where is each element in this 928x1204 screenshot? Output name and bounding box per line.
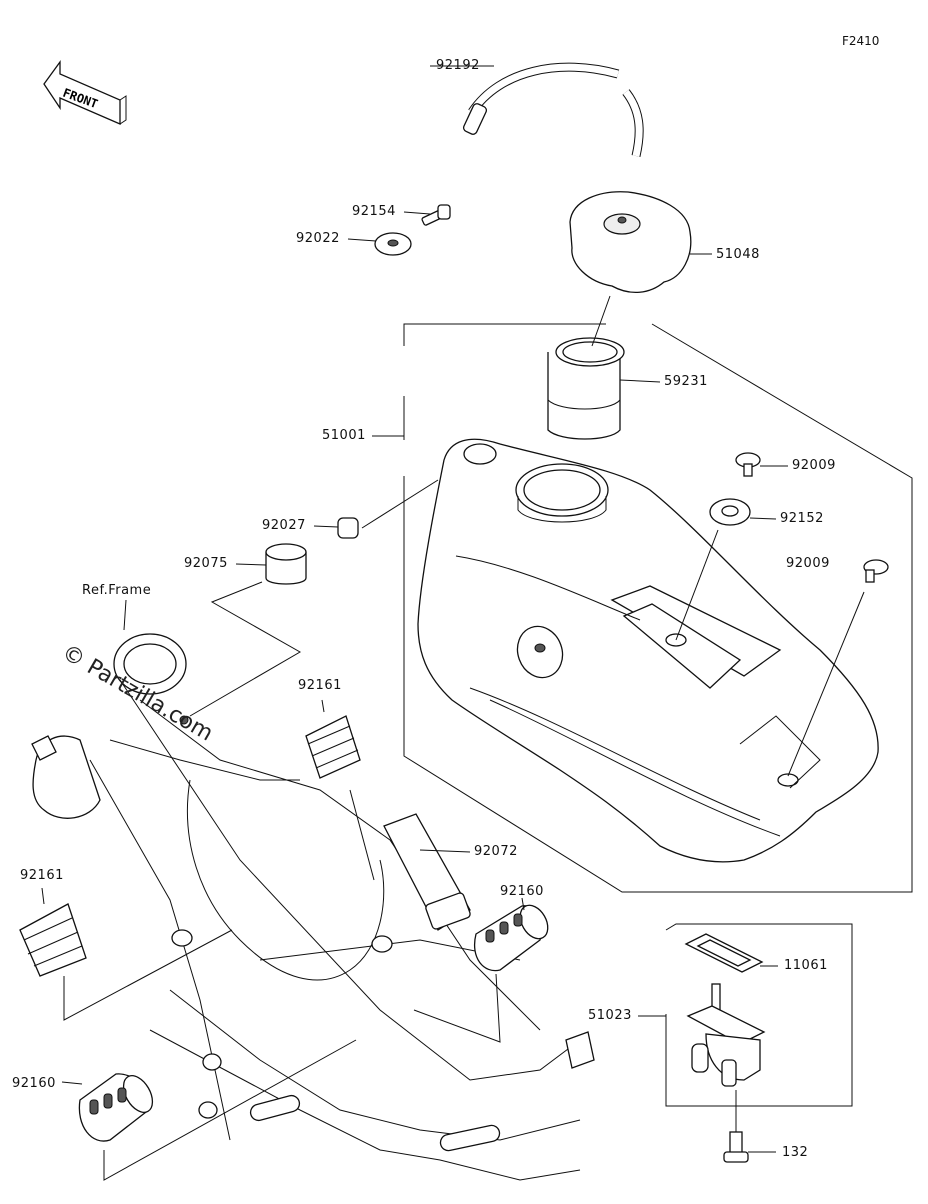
bolt-132 xyxy=(723,1131,776,1163)
label-59231: 59231 xyxy=(664,374,708,389)
label-51048: 51048 xyxy=(716,247,760,262)
label-92009-upper: 92009 xyxy=(792,458,836,473)
fuel-cap-51048 xyxy=(569,191,712,293)
label-92009-lower: 92009 xyxy=(786,556,830,571)
rubber-92161-lower xyxy=(19,887,233,1021)
screw-92009-upper xyxy=(735,452,788,477)
label-92072: 92072 xyxy=(474,844,518,859)
band-92072 xyxy=(383,813,471,931)
label-92022: 92022 xyxy=(296,231,340,246)
label-92160-upper: 92160 xyxy=(500,884,544,899)
label-92161-lower: 92161 xyxy=(20,868,64,883)
label-11061: 11061 xyxy=(784,958,828,973)
label-92160-lower: 92160 xyxy=(12,1076,56,1091)
hose-92192 xyxy=(430,62,644,158)
front-arrow-icon: FRONT xyxy=(43,60,127,125)
petcock-51023 xyxy=(686,983,766,1140)
collar-92027 xyxy=(313,479,439,539)
grommet-92152 xyxy=(675,498,777,641)
label-92192: 92192 xyxy=(436,58,480,73)
gasket-11061 xyxy=(684,933,778,973)
label-92075: 92075 xyxy=(184,556,228,571)
label-132: 132 xyxy=(782,1145,809,1160)
ref-frame-label: Ref.Frame xyxy=(82,583,152,598)
label-92027: 92027 xyxy=(262,518,306,533)
screw-92009-lower xyxy=(787,559,889,777)
label-51023: 51023 xyxy=(588,1008,632,1023)
damper-92160-upper xyxy=(413,897,549,1043)
label-92152: 92152 xyxy=(780,511,824,526)
damper-92075 xyxy=(189,543,307,717)
bolt-92154 xyxy=(403,204,451,226)
washer-92022 xyxy=(347,232,412,256)
filler-neck-59231 xyxy=(547,295,661,440)
frame-ref xyxy=(31,599,595,1181)
label-92154: 92154 xyxy=(352,204,396,219)
damper-92160-lower xyxy=(61,1039,357,1181)
label-92161-upper: 92161 xyxy=(298,678,342,693)
rubber-92161-upper xyxy=(305,699,375,881)
figure-code: F2410 xyxy=(842,34,880,48)
label-51001: 51001 xyxy=(322,428,366,443)
fuel-tank-51001 xyxy=(417,438,879,863)
